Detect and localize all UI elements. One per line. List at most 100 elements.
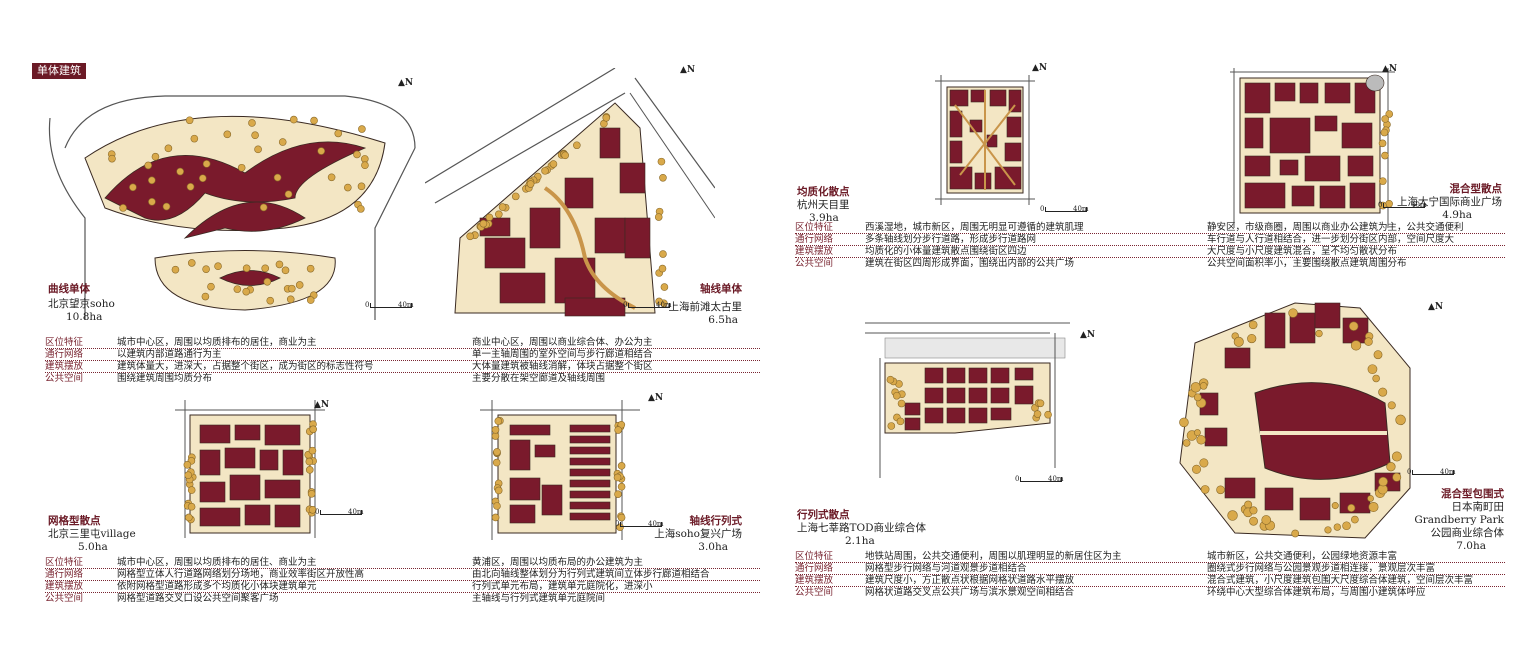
building-block — [946, 407, 966, 424]
tree — [1033, 410, 1042, 418]
tree — [1199, 382, 1208, 390]
case-area: 4.9ha — [1442, 209, 1472, 221]
tree — [295, 281, 304, 289]
building-block — [199, 424, 231, 444]
tree — [1380, 128, 1389, 137]
tree — [485, 213, 494, 222]
case-place: 北京三里屯village — [48, 528, 136, 540]
tree — [1227, 510, 1238, 521]
case-area: 3.0ha — [698, 541, 728, 553]
tree — [614, 490, 622, 498]
tree — [1315, 329, 1323, 338]
tree — [1351, 515, 1359, 524]
building-block — [990, 367, 1010, 384]
attr-row: 通行网络网格型步行网络与河道观景步道相结合圈绕式步行网络与公园景观步道相连接，景… — [795, 563, 1505, 575]
road-edge — [425, 68, 616, 184]
tree — [361, 155, 369, 163]
case-type: 轴线行列式 — [689, 515, 743, 527]
building-block — [968, 387, 988, 404]
tree — [266, 296, 275, 305]
tree — [1391, 451, 1402, 462]
tree — [886, 375, 895, 384]
tree — [183, 461, 192, 469]
attr-row: 建筑摆放均质化的小体量建筑散点围绕街区四边大尺度与小尺度建筑混合，呈不均匀散状分… — [795, 246, 1505, 258]
tree — [494, 210, 503, 219]
tree — [184, 471, 193, 479]
building-block — [1304, 155, 1341, 182]
tree — [185, 116, 194, 125]
caption-qibao: 行列式散点 上海七莘路TOD商业综合体 2.1ha — [797, 509, 967, 548]
north-arrow-icon: ▲ — [398, 78, 405, 88]
tree — [251, 131, 259, 140]
tree — [237, 163, 246, 172]
plan-grandberry — [1179, 302, 1411, 539]
building-block — [986, 134, 998, 148]
map-sanlitun — [175, 400, 325, 538]
building-block — [199, 507, 241, 527]
caption-fuxing: 轴线行列式 上海soho复兴广场 3.0ha — [640, 515, 742, 554]
building-block — [1204, 427, 1228, 447]
tree — [1378, 476, 1388, 487]
plan-qibao — [865, 322, 1070, 478]
tree — [1385, 110, 1394, 118]
building-block — [569, 457, 611, 466]
tree — [614, 426, 622, 434]
building-block — [282, 449, 304, 476]
building-block — [1244, 182, 1286, 209]
tree — [1349, 321, 1359, 331]
river-promenade — [884, 337, 1066, 359]
tree — [305, 466, 314, 474]
north-arrow-icon: ▲ — [1032, 63, 1039, 73]
building-block — [1339, 492, 1371, 514]
building-block — [259, 449, 279, 471]
building-block — [1224, 347, 1251, 369]
tree — [254, 145, 262, 154]
case-place: 杭州天目里 — [797, 199, 850, 211]
north-arrow-wangjing: ▲N — [398, 78, 414, 88]
building-block — [1314, 115, 1338, 132]
building-block — [569, 479, 611, 488]
tree — [1291, 529, 1300, 538]
building-block — [1324, 82, 1351, 104]
building-block — [529, 207, 561, 249]
tree — [201, 292, 210, 301]
case-area: 6.5ha — [708, 314, 738, 326]
case-place-line: 日本南町田 — [1451, 501, 1505, 513]
building-block — [990, 387, 1010, 404]
tree — [1387, 401, 1396, 410]
tree — [492, 458, 501, 467]
building-block — [1244, 82, 1271, 114]
building-block — [924, 407, 944, 424]
building-block — [599, 127, 621, 159]
north-arrow-qibao: ▲N — [1080, 330, 1096, 340]
attr-row: 建筑摆放依附网格型道路形成多个均质化小体块建筑单元行列式单元布局，建筑单元庭院化… — [45, 581, 760, 593]
case-area: 3.9ha — [809, 212, 839, 224]
building-block — [199, 449, 221, 476]
map-qibao — [865, 318, 1070, 478]
tree — [309, 425, 317, 434]
attr-row: 公共空间建筑在街区四周形成界面，围绕出内部的公共广场公共空间面积率小，主要围绕散… — [795, 258, 1407, 269]
plan-wangjing — [48, 95, 416, 320]
building-block — [1244, 155, 1271, 177]
tree — [657, 157, 666, 166]
tree — [259, 203, 268, 212]
tree — [1193, 393, 1202, 402]
tree — [306, 296, 315, 304]
tree — [357, 205, 365, 213]
tree — [306, 264, 315, 273]
tree — [494, 417, 503, 425]
tree — [1324, 526, 1332, 534]
building-block — [1291, 185, 1315, 207]
tree — [185, 513, 193, 522]
case-area: 2.1ha — [845, 535, 875, 547]
tree — [261, 264, 270, 273]
building-block — [534, 444, 556, 458]
case-area: 7.0ha — [1456, 540, 1486, 552]
tree — [1261, 515, 1272, 525]
case-type: 混合型散点 — [1449, 183, 1503, 195]
tree — [1378, 387, 1388, 397]
tree — [361, 161, 369, 170]
